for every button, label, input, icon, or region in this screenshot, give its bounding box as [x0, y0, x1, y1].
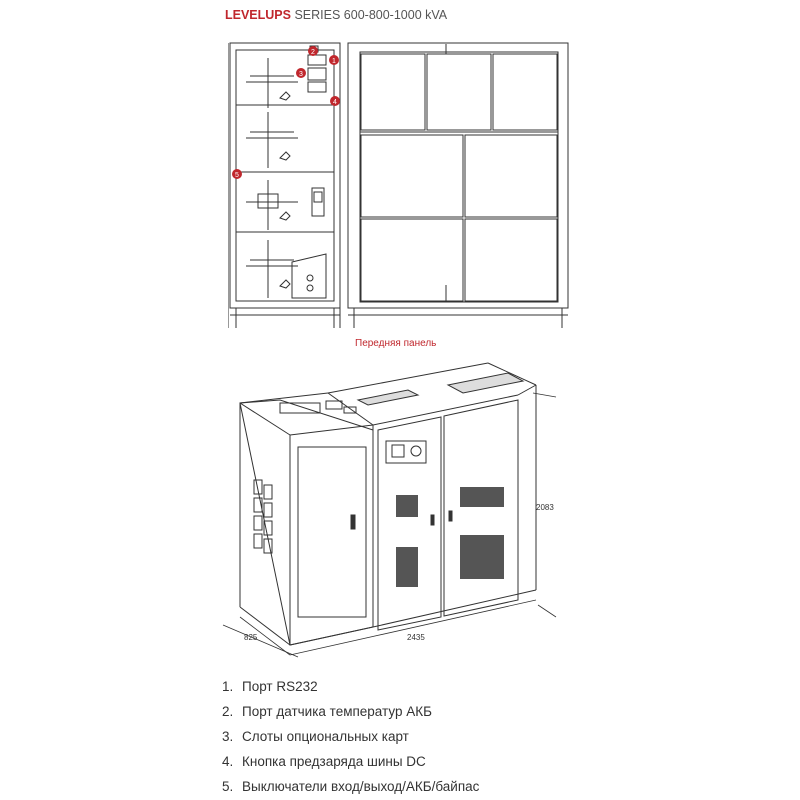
isometric-view-diagram	[222, 362, 557, 658]
right-cabinet-iso	[327, 362, 537, 631]
dimension-width-label: 2435	[407, 633, 425, 642]
callout-marker-5	[232, 169, 242, 179]
legend-text: Выключатели вход/выход/АКБ/байпас	[242, 779, 480, 794]
brand-name: LEVELUPS	[225, 8, 291, 22]
series-name: SERIES 600-800-1000 kVA	[291, 8, 448, 22]
breaker-4	[246, 240, 327, 299]
breaker-2	[246, 112, 298, 168]
callout-marker-2	[308, 46, 318, 56]
legend-list: 1. Порт RS232 2. Порт датчика температур А…	[222, 674, 479, 799]
callout-label-5: 5	[235, 172, 239, 179]
breaker-3	[246, 180, 325, 230]
legend-number: 2.	[222, 704, 234, 719]
callout-label-3: 3	[299, 71, 303, 78]
legend-number: 5.	[222, 779, 234, 794]
legend-text: Порт RS232	[242, 679, 318, 694]
right-cabinet	[347, 42, 569, 328]
callout-label-1: 1	[332, 58, 336, 65]
side-vents	[253, 479, 273, 554]
front-panel-caption: Передняя панель	[355, 338, 437, 349]
legend-item: 1. Порт RS232	[222, 674, 479, 699]
legend-item: 4. Кнопка предзаряда шины DC	[222, 749, 479, 774]
callout-marker-3	[296, 68, 306, 78]
legend-text: Слоты опциональных карт	[242, 729, 409, 744]
legend-number: 4.	[222, 754, 234, 769]
callout-marker-1	[329, 55, 339, 65]
legend-item: 2. Порт датчика температур АКБ	[222, 699, 479, 724]
dimension-lines	[222, 392, 557, 658]
front-panel-diagram: 2 1 3 4 5	[228, 42, 569, 328]
left-cabinet-iso	[239, 392, 374, 646]
dimension-height-label: 2083	[536, 503, 554, 512]
legend-text: Порт датчика температур АКБ	[242, 704, 432, 719]
legend-text: Кнопка предзаряда шины DC	[242, 754, 426, 769]
legend-number: 1.	[222, 679, 234, 694]
callout-markers: 2 1 3 4 5	[232, 46, 340, 179]
breaker-1	[246, 58, 298, 108]
callout-label-4: 4	[333, 99, 337, 106]
page-title: LEVELUPS SERIES 600-800-1000 kVA	[225, 8, 447, 22]
left-cabinet	[228, 42, 341, 328]
legend-number: 3.	[222, 729, 234, 744]
callout-label-2: 2	[311, 49, 315, 56]
legend-item: 5. Выключатели вход/выход/АКБ/байпас	[222, 774, 479, 799]
legend-item: 3. Слоты опциональных карт	[222, 724, 479, 749]
front-vents	[396, 487, 504, 587]
callout-marker-4	[330, 96, 340, 106]
dimension-depth-label: 825	[244, 633, 258, 642]
